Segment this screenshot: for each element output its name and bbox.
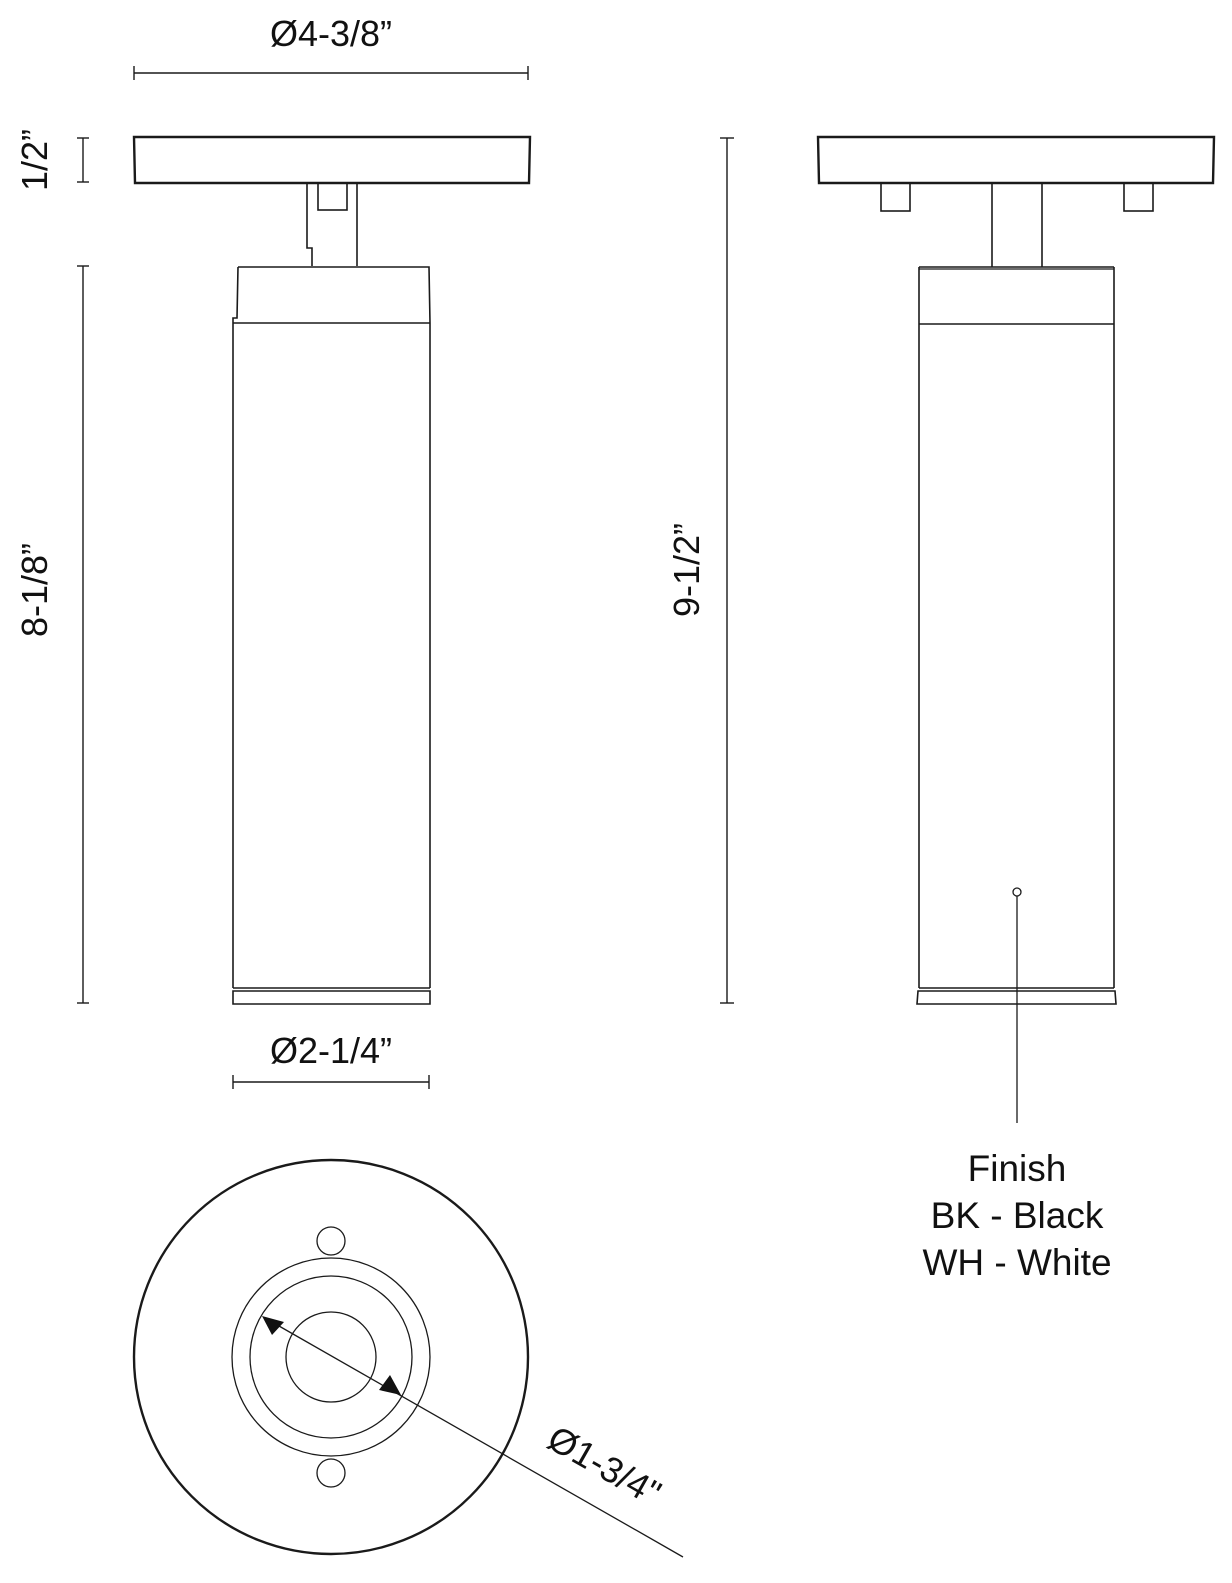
bottom-view: Ø1-3/4": [132, 1158, 684, 1558]
stem-left-edge: [306, 183, 313, 266]
canopy-height-dimension: 1/2”: [14, 129, 89, 191]
overall-height-dimension: 9-1/2”: [666, 137, 734, 1004]
overall-height-label: 9-1/2”: [666, 523, 707, 617]
finish-option-black: BK - Black: [931, 1195, 1104, 1236]
side-view: 9-1/2” Finish BK - Black WH - White: [666, 135, 1216, 1283]
canopy-diameter-label: Ø4-3/8”: [270, 13, 392, 54]
trim-ring: [916, 990, 1117, 1005]
body-diameter-label: Ø2-1/4”: [270, 1030, 392, 1071]
front-view: Ø4-3/8” 1/2” 8-1/8”: [14, 13, 532, 1089]
aperture-dimension-line: [264, 1317, 684, 1558]
body-height-label: 8-1/8”: [14, 543, 55, 637]
mounting-hole-top: [316, 1226, 346, 1256]
inner-ring: [249, 1275, 413, 1439]
canopy-outline: [132, 1158, 530, 1556]
canopy-diameter-dimension: Ø4-3/8”: [133, 13, 529, 80]
finish-note: Finish BK - Black WH - White: [922, 1148, 1111, 1283]
canopy-height-label: 1/2”: [14, 129, 55, 191]
arrowhead-start-icon: [262, 1316, 284, 1335]
center-aperture: [285, 1311, 377, 1403]
finish-title: Finish: [968, 1148, 1067, 1189]
aperture-diameter-label: Ø1-3/4": [541, 1417, 668, 1513]
callout-point-icon: [1012, 887, 1022, 897]
trim-ring: [232, 990, 431, 1005]
mounting-hole-bottom: [316, 1458, 346, 1488]
arrowhead-end-icon: [379, 1375, 401, 1395]
canopy: [132, 135, 532, 185]
canopy: [816, 135, 1216, 185]
mounting-tab-left: [880, 182, 911, 212]
finish-option-white: WH - White: [922, 1242, 1111, 1283]
body-cap: [238, 266, 431, 324]
body-cap-notch: [232, 266, 239, 323]
connector-tab: [317, 182, 348, 211]
mounting-tab-right: [1123, 182, 1154, 212]
body-height-dimension: 8-1/8”: [14, 265, 89, 1004]
body-diameter-dimension: Ø2-1/4”: [232, 1030, 430, 1089]
outer-ring: [231, 1257, 431, 1457]
